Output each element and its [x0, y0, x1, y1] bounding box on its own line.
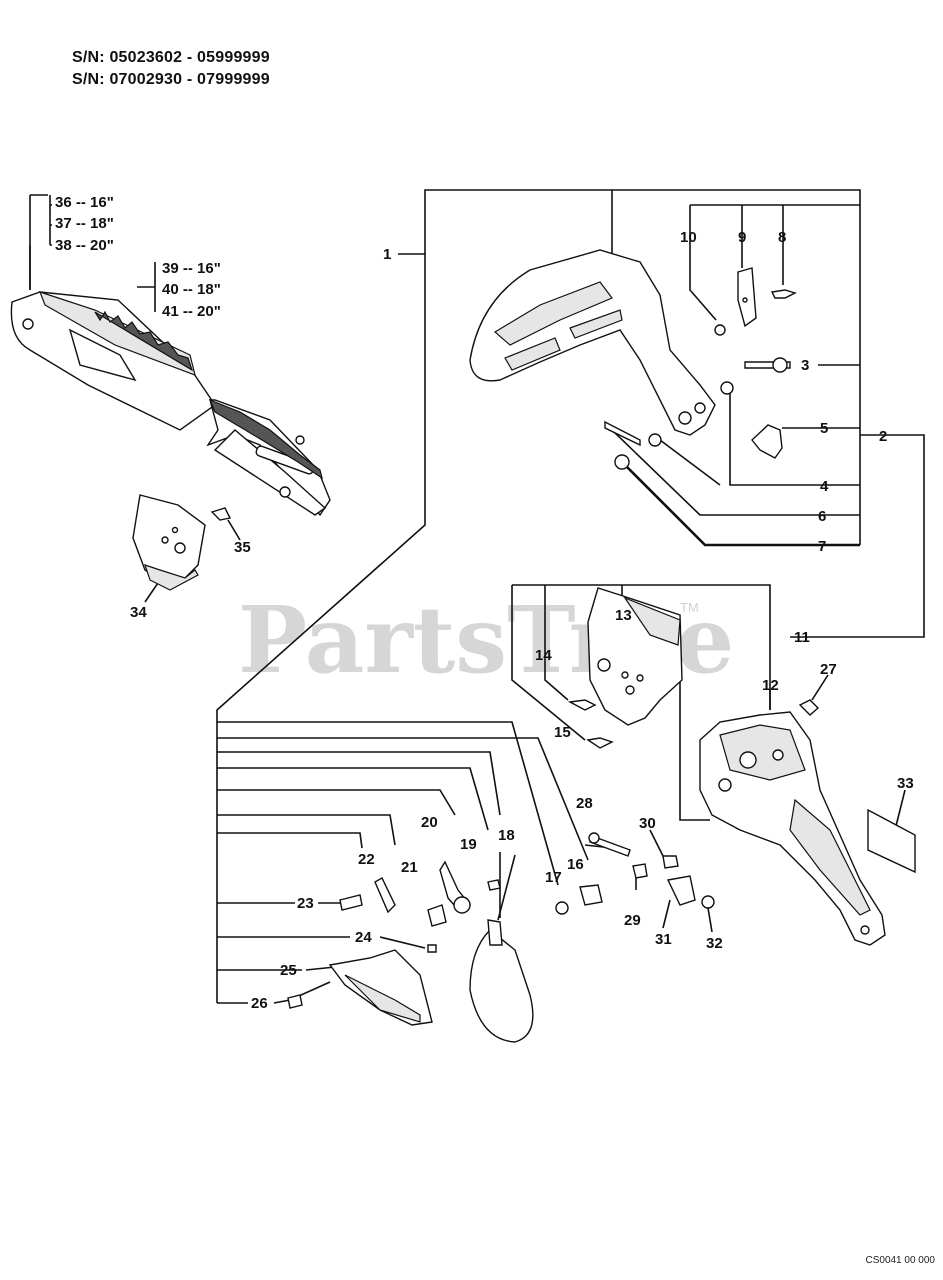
callout-18: 18	[498, 827, 515, 844]
diagram-code: CS0041 00 000	[865, 1255, 935, 1266]
callout-numbers: 1 2 3 4 5 6 7 8 9 10 11 12 13 14 15 16 1…	[130, 229, 914, 1012]
callout-21: 21	[401, 859, 418, 876]
callout-10: 10	[680, 229, 697, 246]
callout-30: 30	[639, 815, 656, 832]
side-cover-plate	[567, 587, 683, 749]
callout-35: 35	[234, 539, 251, 556]
serial-number-range-2: S/N: 07002930 - 07999999	[72, 71, 270, 88]
callout-14: 14	[535, 647, 552, 664]
callout-7: 7	[818, 538, 826, 555]
brake-parts-center	[555, 832, 715, 915]
bar-size-label: 38 -- 20"	[55, 237, 114, 254]
callout-28: 28	[576, 795, 593, 812]
callout-26: 26	[251, 995, 268, 1012]
callout-17: 17	[545, 869, 562, 886]
brake-band-parts	[287, 860, 534, 1043]
callout-20: 20	[421, 814, 438, 831]
callout-13: 13	[615, 607, 632, 624]
guide-bar	[10, 291, 331, 517]
callout-24: 24	[355, 929, 372, 946]
bar-size-label: 36 -- 16"	[55, 194, 114, 211]
callout-22: 22	[358, 851, 375, 868]
callout-32: 32	[706, 935, 723, 952]
callout-1: 1	[383, 246, 391, 263]
callout-31: 31	[655, 931, 672, 948]
callout-6: 6	[818, 508, 826, 525]
hand-guard	[469, 249, 716, 436]
callout-11: 11	[794, 629, 810, 646]
chain-size-label: 41 -- 20"	[162, 303, 221, 320]
callout-15: 15	[554, 724, 571, 741]
bar-size-labels: 36 -- 16" 37 -- 18" 38 -- 20"	[55, 194, 114, 254]
watermark-tm: TM	[680, 600, 699, 615]
callout-5: 5	[820, 420, 828, 437]
chain-size-labels: 39 -- 16" 40 -- 18" 41 -- 20"	[162, 260, 221, 320]
chain-size-label: 39 -- 16"	[162, 260, 221, 277]
saw-chain	[38, 291, 323, 480]
chain-size-label: 40 -- 18"	[162, 281, 221, 298]
callout-29: 29	[624, 912, 641, 929]
callout-4: 4	[820, 478, 829, 495]
callout-12: 12	[762, 677, 779, 694]
small-parts-top-right	[604, 267, 797, 470]
bar-size-label: 37 -- 18"	[55, 215, 114, 232]
brake-housing	[699, 699, 886, 946]
callout-25: 25	[280, 962, 297, 979]
leader-lines	[29, 189, 925, 1004]
callout-8: 8	[778, 229, 786, 246]
callout-19: 19	[460, 836, 477, 853]
callout-23: 23	[297, 895, 314, 912]
decal	[867, 808, 916, 874]
callout-27: 27	[820, 661, 837, 678]
serial-number-range-1: S/N: 05023602 - 05999999	[72, 49, 270, 66]
callout-33: 33	[897, 775, 914, 792]
chain-guard-plate	[132, 494, 232, 591]
callout-16: 16	[567, 856, 584, 873]
callout-9: 9	[738, 229, 746, 246]
callout-3: 3	[801, 357, 809, 374]
callout-34: 34	[130, 604, 147, 621]
callout-2: 2	[879, 428, 887, 445]
